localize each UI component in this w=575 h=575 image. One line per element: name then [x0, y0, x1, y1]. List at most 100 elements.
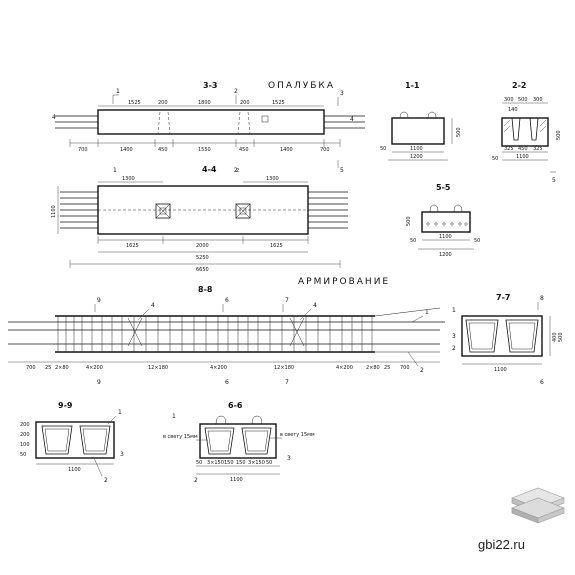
dim-44-total-2: 6650: [196, 267, 209, 273]
dim-22-bot-1: 450: [518, 146, 528, 152]
view-8-8-title: 8-8: [198, 285, 213, 294]
view-7-7: 7-7 8 6 1 2 3 1100 500 400: [452, 293, 564, 386]
view-4-4: 4-4 1300 1300 2 110: [51, 165, 348, 273]
marker-1-bottom: 1: [113, 167, 117, 174]
view-2-2: 2-2 300 500 300 140 325 450 325 1100 50 …: [492, 81, 562, 184]
dim-33-bottom-4: 450: [239, 147, 249, 153]
dim-44-cut: 2: [236, 168, 239, 174]
dim-33-bottom-6: 700: [320, 147, 330, 153]
note-66-left: в свету 15мм: [163, 434, 198, 440]
leader-1: 1: [425, 309, 429, 316]
marker-7-top: 7: [285, 297, 289, 304]
dim-22-top-0: 300: [504, 97, 514, 103]
dim-66-3: 150: [236, 460, 246, 466]
dim-22-top-2: 300: [533, 97, 543, 103]
dim-22-bot-2: 325: [533, 146, 543, 152]
dim-66-5: 50: [266, 460, 272, 466]
leader-66-2: 2: [194, 477, 198, 484]
dim-33-top-3: 200: [240, 100, 250, 106]
marker-8-77: 8: [540, 295, 544, 302]
dim-66-w: 1100: [230, 477, 243, 483]
dim-88-7: 4×200: [336, 365, 353, 371]
marker-1-top: 1: [116, 88, 120, 95]
dim-88-2: 2×80: [55, 365, 69, 371]
dim-22-bot-0: 325: [504, 146, 514, 152]
dim-22-left: 50: [492, 156, 498, 162]
marker-3-right: 3: [340, 90, 344, 97]
view-7-7-title: 7-7: [496, 293, 510, 302]
dim-11-w2: 1200: [410, 154, 423, 160]
view-5-5: 5-5 1100 1200 500 50 50: [406, 183, 480, 258]
marker-6-top: 6: [225, 297, 229, 304]
view-1-1-title: 1-1: [405, 81, 420, 90]
marker-6-bottom: 6: [225, 379, 229, 386]
view-8-8: 8-8 АРМИРОВАНИЕ: [8, 277, 445, 386]
dim-44-row-1: 2000: [196, 243, 209, 249]
dim-33-bottom-2: 450: [158, 147, 168, 153]
dim-33-bottom-1: 1400: [120, 147, 133, 153]
dim-88-10: 700: [400, 365, 410, 371]
dim-11-right: 500: [456, 127, 462, 137]
dim-33-bottom-3: 1550: [198, 147, 211, 153]
dim-88-1: 25: [45, 365, 51, 371]
reinforcement-title: АРМИРОВАНИЕ: [298, 277, 390, 287]
dim-88-6: 12×180: [274, 365, 294, 371]
dim-88-4: 12×180: [148, 365, 168, 371]
dim-33-bottom-0: 700: [78, 147, 88, 153]
dim-88-3: 4×200: [86, 365, 103, 371]
dim-99-l1: 50: [20, 452, 26, 458]
leader-2: 2: [420, 367, 424, 374]
dim-66-2: 150: [224, 460, 234, 466]
leader-77-1: 1: [452, 307, 456, 314]
dim-22-right: 500: [556, 130, 562, 140]
dim-33-top-2: 1800: [198, 100, 211, 106]
dim-22-mid-0: 140: [508, 107, 518, 113]
dim-33-bottom-5: 1400: [280, 147, 293, 153]
marker-4-left: 4: [52, 114, 56, 121]
formwork-title: ОПАЛУБКА: [268, 81, 335, 91]
dim-88-5: 4×200: [210, 365, 227, 371]
dim-44-row-0: 1625: [126, 243, 139, 249]
logo-stacked-slabs-icon: [511, 487, 565, 524]
leader-99-3: 3: [120, 451, 124, 458]
dim-55-w1: 1100: [439, 234, 452, 240]
view-5-5-title: 5-5: [436, 183, 451, 192]
view-9-9-title: 9-9: [58, 401, 73, 410]
dim-99-w: 1100: [68, 467, 81, 473]
marker-6-77: 6: [540, 379, 544, 386]
marker-2-top: 2: [234, 88, 238, 95]
leader-4-left: 4: [151, 302, 155, 309]
view-6-6-title: 6-6: [228, 401, 243, 410]
leader-4-right: 4: [313, 302, 317, 309]
dim-99-l3: 200: [20, 432, 30, 438]
dim-44-top-right: 1300: [266, 176, 279, 182]
marker-2-bottom: 2: [234, 167, 238, 174]
dim-55-left2: 50: [410, 238, 416, 244]
marker-5-right: 5: [340, 167, 344, 174]
dim-33-top-0: 1525: [128, 100, 141, 106]
dim-22-w: 1100: [516, 154, 529, 160]
view-9-9: 9-9 1 2 3 1100 50 100 200 200: [20, 401, 124, 484]
dim-55-w2: 1200: [439, 252, 452, 258]
marker-5-22: 5: [552, 177, 556, 184]
view-4-4-title: 4-4: [202, 165, 217, 174]
dim-55-left1: 500: [406, 216, 412, 226]
dim-33-top-4: 1525: [272, 100, 285, 106]
dim-99-l4: 200: [20, 422, 30, 428]
dim-55-right: 50: [474, 238, 480, 244]
marker-9-bottom: 9: [97, 379, 101, 386]
dim-44-row-2: 1625: [270, 243, 283, 249]
marker-7-bottom: 7: [285, 379, 289, 386]
dim-77-h1: 500: [558, 332, 564, 342]
dim-44-total-1: 5250: [196, 255, 209, 261]
dim-22-top-1: 500: [518, 97, 528, 103]
marker-9-top: 9: [97, 297, 101, 304]
dim-77-h2: 400: [552, 332, 558, 342]
dim-11-left: 50: [380, 146, 386, 152]
dim-44-top-left: 1300: [122, 176, 135, 182]
leader-99-1: 1: [118, 409, 122, 416]
view-3-3-title: 3-3: [203, 81, 217, 90]
dim-88-9: 25: [384, 365, 390, 371]
leader-77-3: 3: [452, 333, 456, 340]
